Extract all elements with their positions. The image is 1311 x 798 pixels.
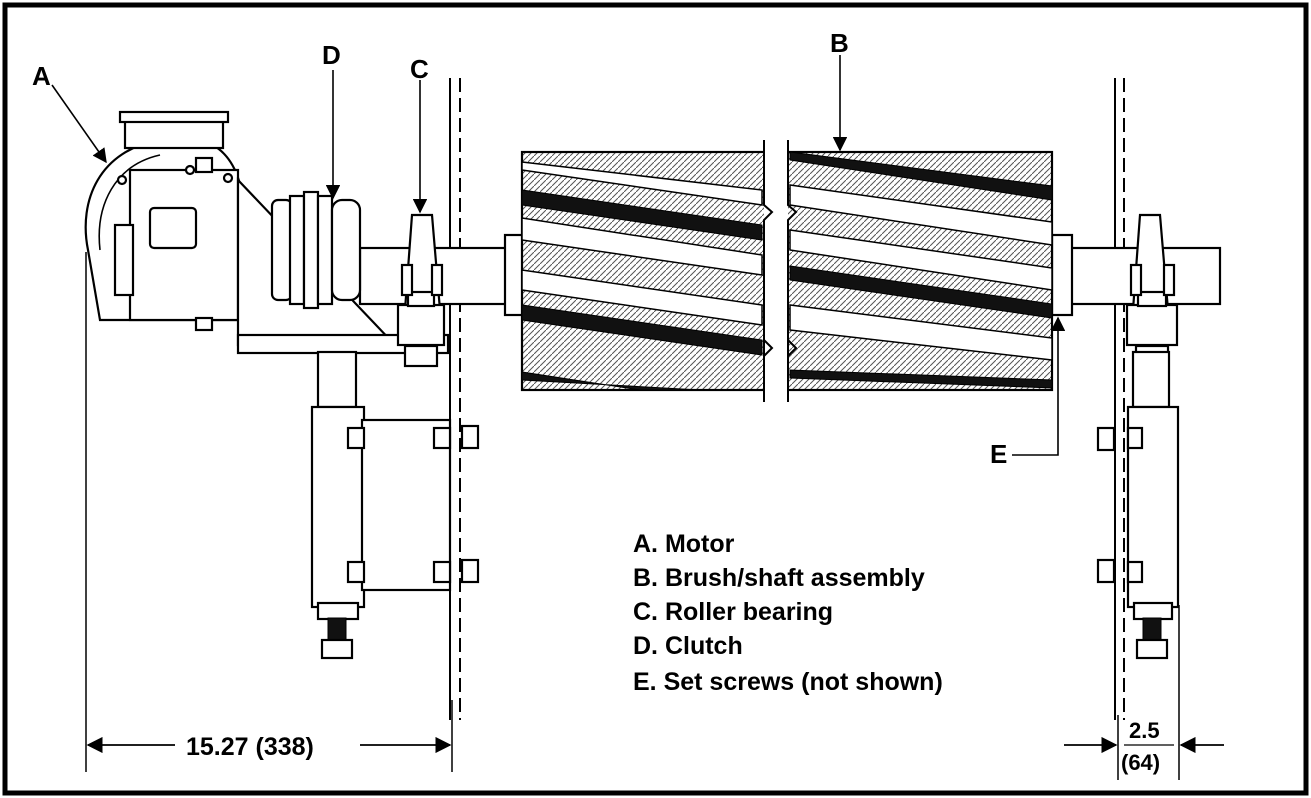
- dimension-right-metric: (64): [1121, 750, 1160, 775]
- callout-b: B: [830, 28, 849, 58]
- legend-item-brush-shaft: B. Brush/shaft assembly: [633, 564, 925, 592]
- callout-d: D: [322, 40, 341, 70]
- clutch: [270, 190, 362, 310]
- left-roller-bearing: [396, 213, 446, 368]
- right-side-frame: [1114, 78, 1125, 720]
- leader-lines: [51, 55, 1066, 456]
- callout-e: E: [990, 439, 1007, 469]
- dimension-right-value: 2.5: [1129, 718, 1160, 743]
- legend-item-motor: A. Motor: [633, 530, 735, 558]
- callout-c: C: [410, 54, 429, 84]
- left-side-frame: [449, 78, 461, 720]
- dimension-left: [85, 252, 453, 772]
- dimension-right: [1064, 605, 1224, 780]
- callout-a: A: [32, 61, 51, 91]
- motor: [84, 110, 245, 332]
- legend-item-clutch: D. Clutch: [633, 632, 743, 660]
- legend-item-set-screws: E. Set screws (not shown): [633, 668, 943, 696]
- left-mounting-leg: [310, 350, 480, 660]
- legend: A. Motor B. Brush/shaft assembly C. Roll…: [633, 530, 943, 696]
- legend-item-roller-bearing: C. Roller bearing: [633, 598, 833, 626]
- right-roller-bearing: [1125, 213, 1179, 368]
- right-mounting-leg: [1096, 350, 1180, 660]
- brush-roller: [520, 140, 1054, 402]
- dimension-left-label: 15.27 (338): [186, 733, 314, 761]
